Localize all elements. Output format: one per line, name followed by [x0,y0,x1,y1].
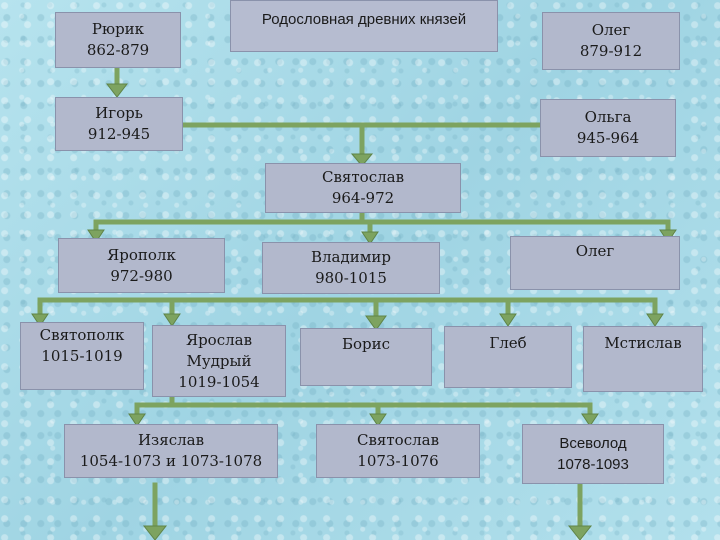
node-rurik: Рюрик 862-879 [55,12,181,68]
node-years: 1054-1073 и 1073-1078 [79,452,263,470]
node-years: 972-980 [110,266,173,285]
arrowhead-izyaslav-down [142,525,168,540]
node-years: 980-1015 [315,269,387,287]
node-years: 912-945 [87,125,151,143]
node-name: Глеб [489,334,527,352]
node-years: 964-972 [331,189,395,207]
node-name: Ольга [584,108,632,126]
node-igor: Игорь 912-945 [55,97,183,151]
title-text: Родословная древних князей [261,11,467,28]
node-name: Святополк [39,326,125,344]
node-name: Рюрик [91,20,145,38]
node-name: Святослав [321,168,405,186]
node-years: 945-964 [576,129,640,147]
node-years: 1073-1076 [357,452,439,470]
node-name: Всеволод [559,435,627,452]
node-vsevolod: Всеволод 1078-1093 [522,424,664,484]
node-oleg1: Олег 879-912 [542,12,680,70]
node-svyatoslav-964: Святослав 964-972 [265,163,461,213]
node-name: Игорь [95,104,143,122]
node-svyatopolk: Святополк 1015-1019 [20,322,144,390]
node-svyatoslav-1073: Святослав 1073-1076 [316,424,480,478]
node-name: Мстислав [604,334,682,352]
node-name: Святослав [356,431,440,449]
node-years: 879-912 [579,42,643,60]
node-oleg-son: Олег [510,236,680,290]
node-izyaslav: Изяслав 1054-1073 и 1073-1078 [64,424,278,478]
arrowhead-gleb [499,313,517,327]
node-name: Олег [591,21,631,39]
node-boris: Борис [300,328,432,386]
node-name: Ярополк [107,245,176,264]
node-name: Изяслав [137,431,205,449]
arrowhead-vsevolod-down [567,525,593,540]
arrowhead-igor [105,83,129,98]
node-name: Борис [341,335,391,353]
node-years: 1015-1019 [41,347,123,365]
node-gleb: Глеб [444,326,572,388]
node-name: Владимир [311,248,391,266]
arrowhead-mstislav [646,313,664,327]
node-yaropolk: Ярополк 972-980 [58,238,225,293]
node-name: Олег [575,242,615,260]
node-vladimir: Владимир 980-1015 [262,242,440,294]
node-mstislav: Мстислав [583,326,703,392]
node-epithet: Мудрый [186,352,252,370]
node-years: 1078-1093 [557,456,629,473]
node-years: 862-879 [86,41,150,59]
page-title: Родословная древних князей [230,0,498,52]
node-yaroslav: Ярослав Мудрый 1019-1054 [152,325,286,397]
node-olga: Ольга 945-964 [540,99,676,157]
node-years: 1019-1054 [178,373,260,391]
node-name: Ярослав [185,331,253,349]
